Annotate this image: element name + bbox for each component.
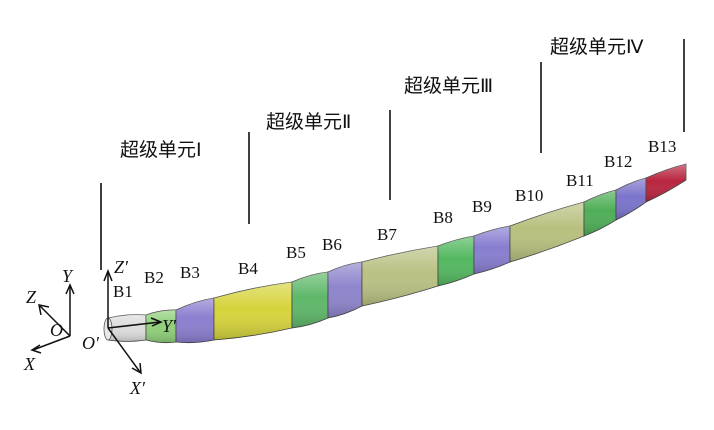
beam-segment-shading-B10 xyxy=(510,202,584,262)
local-z-label: Z′ xyxy=(114,257,129,277)
beam-segment-shading-B3 xyxy=(176,298,214,343)
beam-segment-shading-B9 xyxy=(474,226,510,274)
blade-label-B11: B11 xyxy=(566,171,594,190)
local-x-axis xyxy=(107,327,141,373)
beam-segment-shading-B13 xyxy=(646,164,686,202)
global-z-axis xyxy=(39,305,71,337)
super-unit-label-1: 超级单元Ⅰ xyxy=(120,139,202,161)
global-y-arrow-icon xyxy=(65,283,75,295)
beam-segment-shading-B5 xyxy=(292,272,328,328)
local-z-arrow-icon xyxy=(103,268,113,282)
global-axes xyxy=(30,283,75,354)
global-z-arrow-icon xyxy=(38,304,50,316)
local-x-arrow-icon xyxy=(131,362,142,375)
beam-segment-shading-B6 xyxy=(328,262,362,318)
blade-label-B3: B3 xyxy=(180,263,200,282)
global-x-axis xyxy=(32,335,71,351)
blade-label-B5: B5 xyxy=(286,243,306,262)
beam-segment-shading-B1 xyxy=(108,314,146,342)
local-y-arrow-icon xyxy=(150,317,163,327)
blade-label-B10: B10 xyxy=(515,186,543,205)
local-origin-label: O′ xyxy=(82,333,100,353)
blade-label-B13: B13 xyxy=(648,137,676,156)
beam-segment-shading-B8 xyxy=(438,236,474,286)
blade-label-B4: B4 xyxy=(238,259,258,278)
beam-segment-shading-B7 xyxy=(362,246,438,306)
blade-label-B1: B1 xyxy=(113,282,133,301)
local-x-label: X′ xyxy=(129,378,146,398)
global-origin-label: O xyxy=(50,320,63,340)
blade-label-B6: B6 xyxy=(322,235,342,254)
global-x-arrow-icon xyxy=(30,344,42,354)
blade-label-B9: B9 xyxy=(472,197,492,216)
beam-segment-shading-B4 xyxy=(214,282,292,340)
global-z-label: Z xyxy=(26,287,37,307)
local-y-axis xyxy=(107,321,161,329)
global-y-label: Y xyxy=(62,266,74,286)
beam-segment-shading-B2 xyxy=(146,309,176,343)
blade-label-B2: B2 xyxy=(144,268,164,287)
beam-segment-shading-B11 xyxy=(584,190,616,236)
global-x-label: X xyxy=(23,354,36,374)
blade-label-B12: B12 xyxy=(604,152,632,171)
beam-segment-shading-B12 xyxy=(616,178,646,220)
blade-label-B8: B8 xyxy=(433,208,453,227)
blade-label-B7: B7 xyxy=(377,225,397,244)
local-y-label: Y′ xyxy=(162,316,177,336)
super-unit-label-2: 超级单元Ⅱ xyxy=(266,111,351,133)
super-unit-label-4: 超级单元Ⅳ xyxy=(550,36,644,58)
beam-body xyxy=(103,163,687,344)
super-unit-label-3: 超级单元Ⅲ xyxy=(404,75,493,97)
local-axes xyxy=(103,268,163,375)
